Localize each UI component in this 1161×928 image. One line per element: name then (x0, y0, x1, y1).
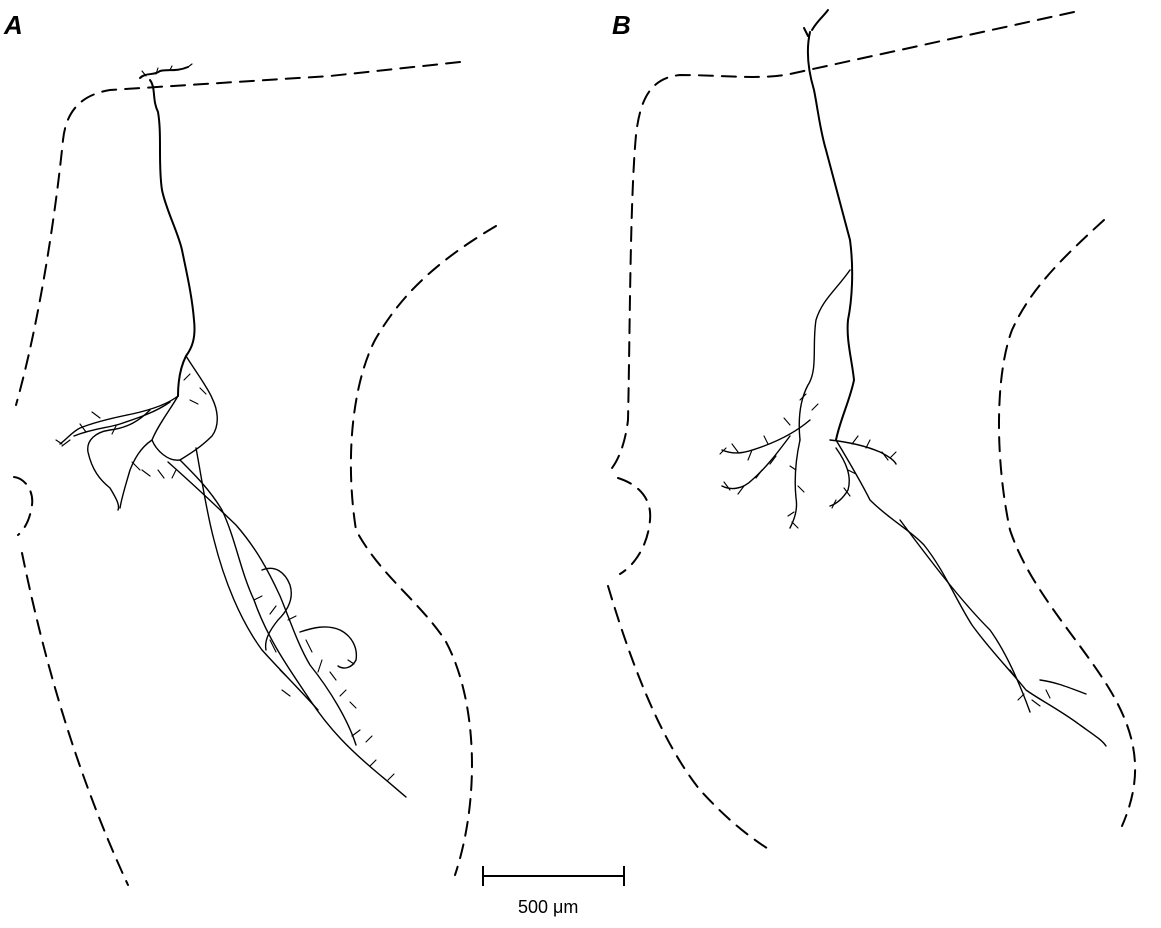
panel-a-descending-loop (262, 568, 291, 650)
panel-b (608, 10, 1135, 850)
panel-a-white-matter-outline (351, 226, 496, 875)
panel-a-neuron (56, 64, 406, 797)
panel-b-left-boundary (618, 478, 650, 574)
panel-b-arbor-mid (790, 440, 800, 528)
panel-b-lower-left-boundary (608, 586, 770, 850)
scale-bar-label: 500 μm (518, 897, 578, 918)
panel-a-descending-2 (196, 448, 318, 710)
panel-a-apical-tuft (140, 67, 188, 78)
panel-b-main-axon (808, 32, 854, 440)
panel-a-left-boundary (14, 477, 32, 535)
panel-a-lower-left-boundary (22, 553, 128, 885)
panel-b-descending-main (836, 440, 1106, 746)
panel-b-pial-outline (612, 12, 1074, 468)
panel-b-white-matter-outline (999, 220, 1135, 826)
panel-b-neuron (720, 10, 1106, 746)
panel-b-right-arbor (830, 440, 896, 506)
panel-b-descending-2 (900, 520, 1030, 712)
panel-a (14, 62, 496, 885)
panel-a-descending-3 (168, 462, 356, 745)
panel-b-apical-tip (804, 10, 828, 36)
panel-a-collateral-loop (152, 356, 217, 460)
panel-a-main-axon (150, 80, 195, 396)
scale-bar (483, 866, 624, 886)
panel-a-left-branch (60, 396, 178, 444)
panel-a-pial-outline (16, 62, 460, 405)
